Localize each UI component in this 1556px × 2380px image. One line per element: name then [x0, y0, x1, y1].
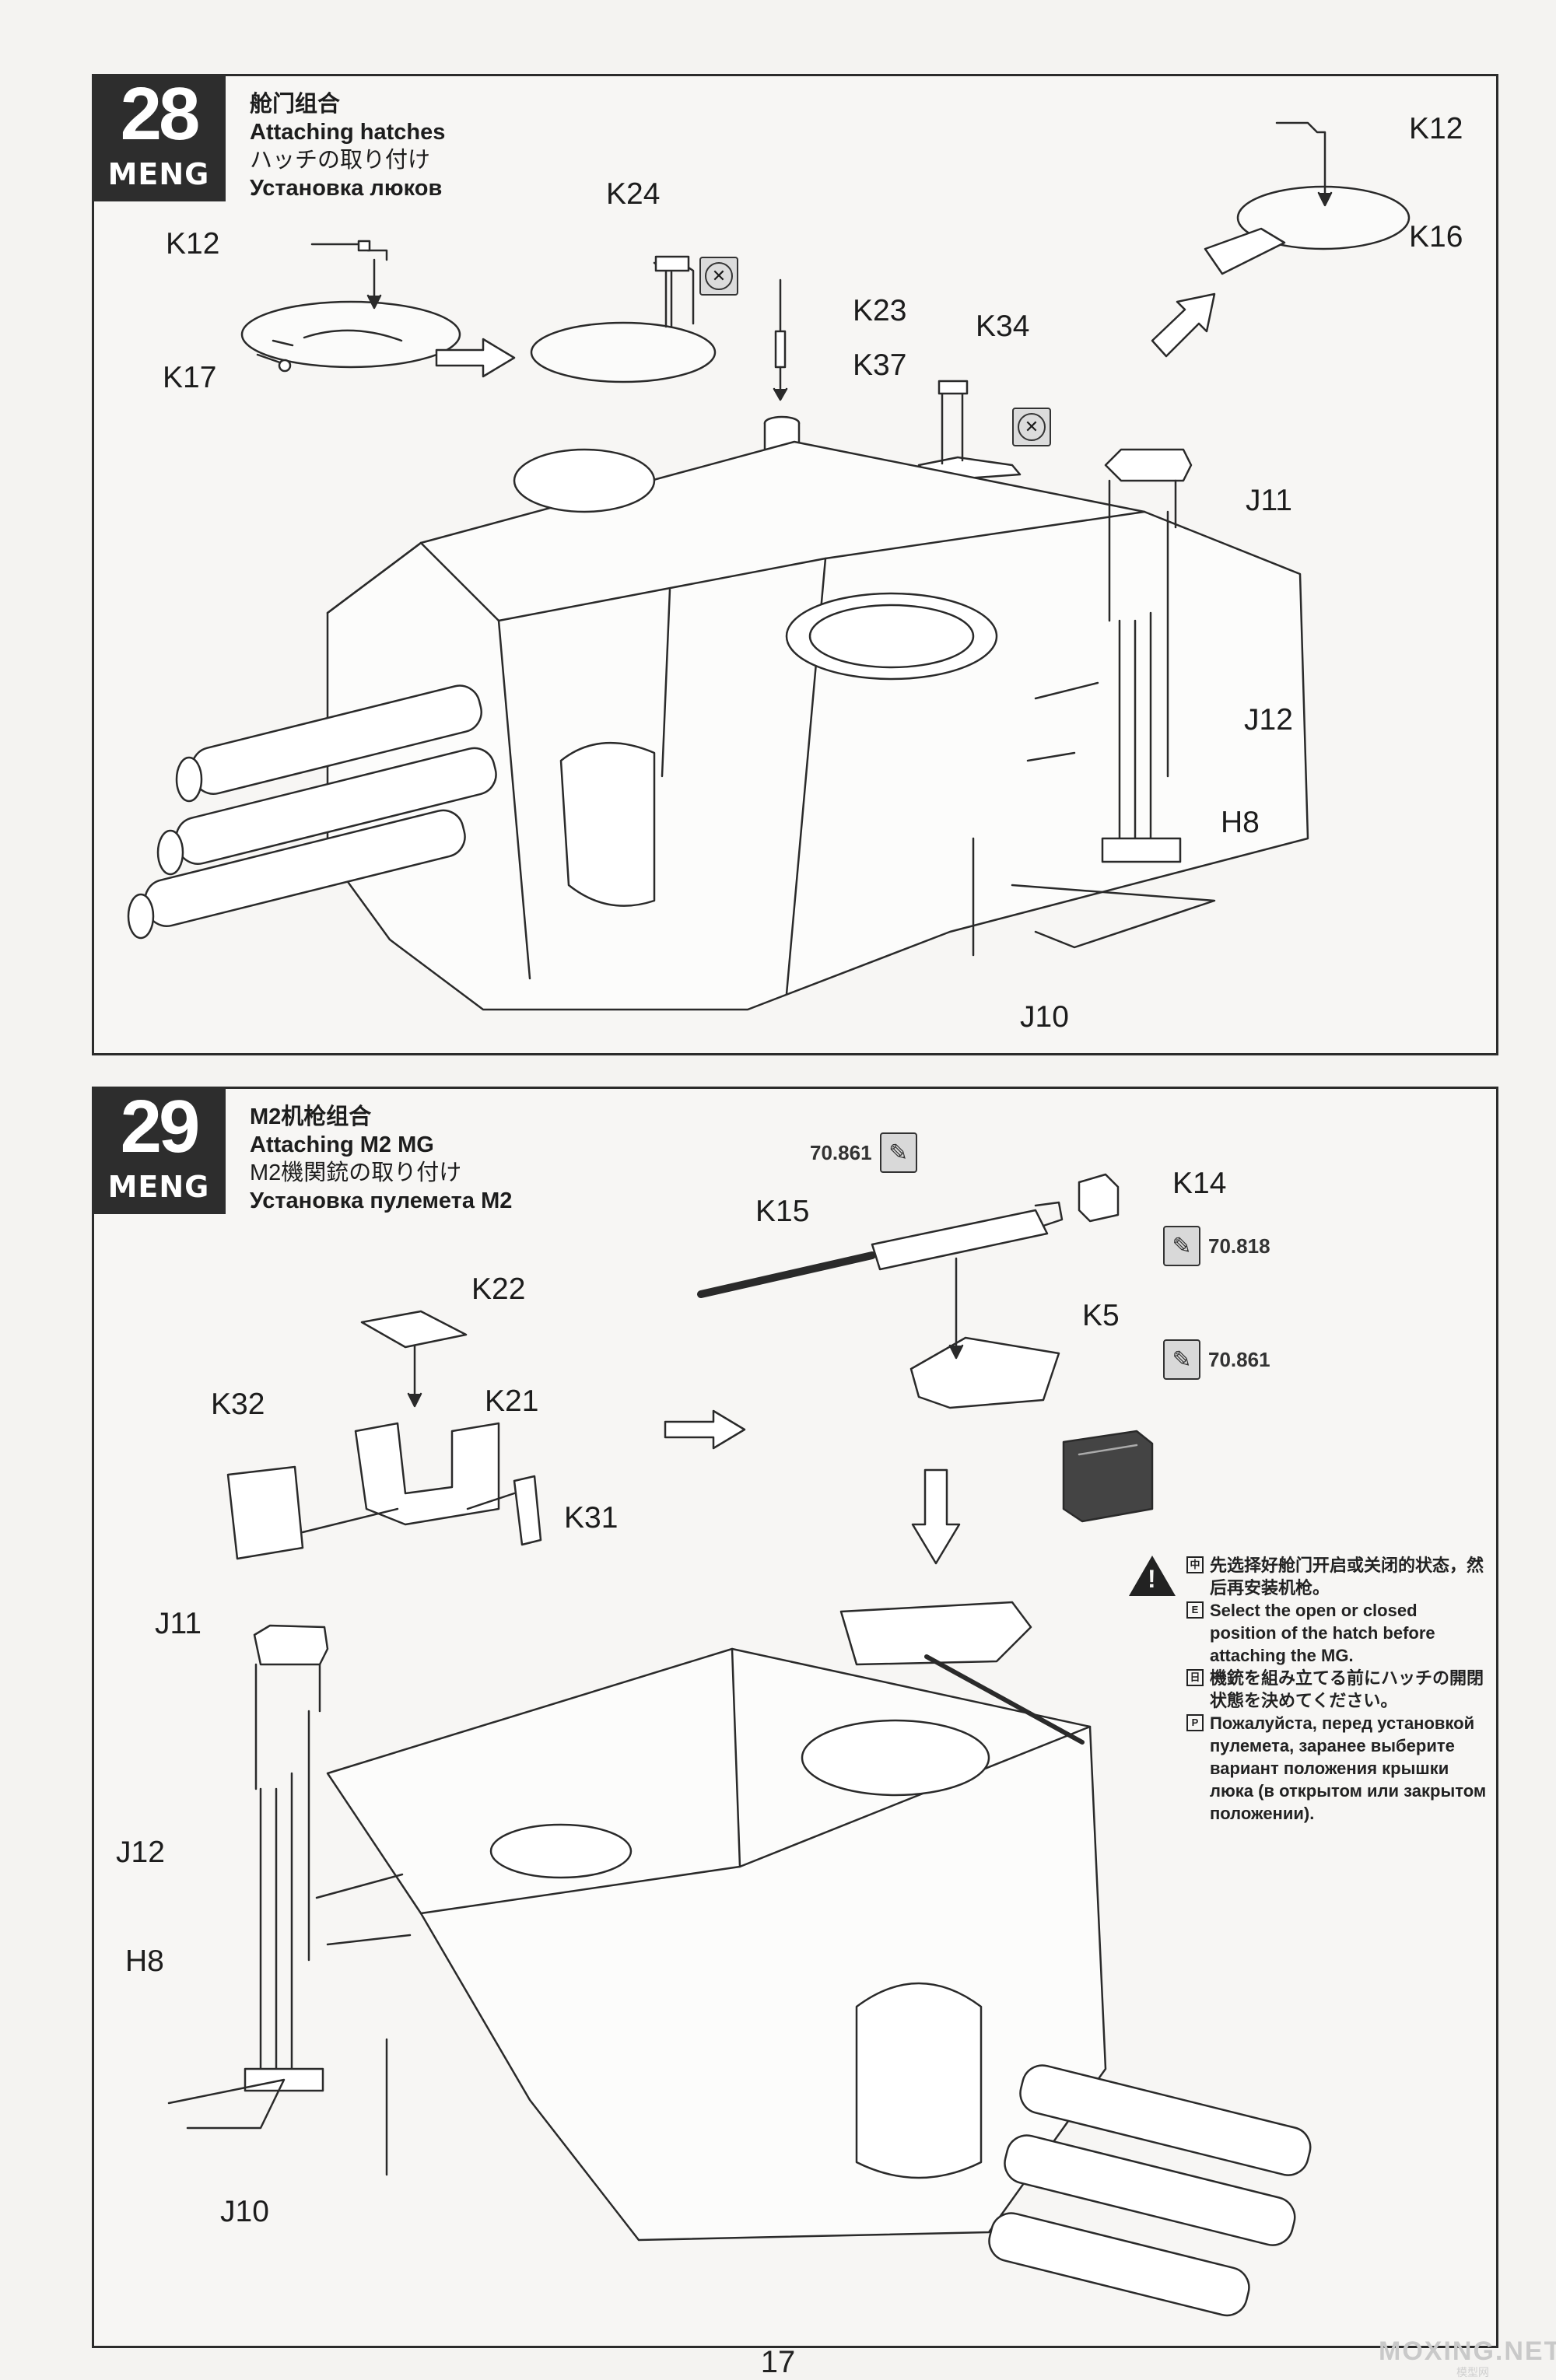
label-j10: J10 [220, 2195, 269, 2228]
title-zh: M2机枪组合 [250, 1104, 372, 1129]
j12-grab-rods [1101, 448, 1193, 863]
step-badge: 28 MENG [92, 74, 226, 201]
title-en: Attaching hatches [250, 120, 446, 145]
k22-part [360, 1310, 468, 1408]
k15-m2-machine-gun [697, 1201, 1064, 1298]
k24-hatch-part [530, 255, 717, 383]
label-k32: K32 [211, 1388, 265, 1421]
label-j11: J11 [1246, 484, 1292, 517]
turret-hull [326, 1647, 1107, 2242]
label-k23: K23 [853, 294, 907, 327]
step-28-panel: 28 MENG 舱门组合 Attaching hatches ハッチの取り付け … [92, 74, 1498, 1055]
flow-arrow-diagonal [1151, 292, 1216, 358]
do-not-glue-icon: ✕ [1012, 408, 1051, 446]
flow-arrow-down [911, 1468, 961, 1565]
paint-callout: ✎ 70.861 [1163, 1339, 1270, 1380]
label-k31: K31 [564, 1501, 619, 1535]
k23-part [773, 278, 788, 401]
installed-m2-mg [839, 1601, 1085, 1745]
label-k17: K17 [163, 361, 217, 394]
paint-callout: ✎ 70.818 [1163, 1226, 1270, 1266]
step-number: 29 [120, 1085, 201, 1168]
label-k12-left: K12 [166, 227, 220, 261]
title-zh: 舱门组合 [250, 92, 341, 117]
turret-hull [326, 440, 1309, 1011]
flow-arrow-right [435, 338, 516, 378]
step-29-panel: 29 MENG M2机枪组合 Attaching M2 MG M2機関銃の取り付… [92, 1087, 1498, 2348]
label-k16: K16 [1409, 220, 1463, 254]
brand-logo: MENG [107, 157, 210, 191]
j12-grab-rods [244, 1624, 329, 2092]
label-k21: K21 [485, 1384, 539, 1418]
k31-part [466, 1475, 542, 1546]
k14-part [1078, 1173, 1120, 1223]
k5-gun-mount [909, 1257, 1060, 1409]
label-j10: J10 [1020, 1000, 1069, 1034]
ammo-box [1062, 1430, 1154, 1523]
k21-part [354, 1422, 500, 1526]
step-titles: M2机枪组合 Attaching M2 MG M2機関銃の取り付け Устано… [250, 1103, 512, 1215]
hatch-assembly-illustration [127, 121, 1411, 1011]
step-titles: 舱门组合 Attaching hatches ハッチの取り付け Установк… [250, 90, 445, 202]
label-k12-top: K12 [1409, 112, 1463, 145]
paintbrush-icon: ✎ [1163, 1339, 1200, 1380]
flow-arrow-right [664, 1409, 746, 1450]
label-k14: K14 [1172, 1167, 1227, 1200]
j10-handles [972, 681, 1216, 957]
note-zh: 中先选择好舱门开启或关闭的状态，然后再安装机枪。 [1186, 1554, 1487, 1599]
smoke-launchers [127, 684, 497, 940]
label-k34: K34 [976, 310, 1030, 343]
paint-code: 70.861 [810, 1140, 872, 1164]
label-k24: K24 [606, 177, 661, 211]
mg-assembly-illustration [167, 1173, 1312, 2317]
k32-part [226, 1465, 399, 1560]
label-k37: K37 [853, 348, 907, 382]
label-j12: J12 [1244, 703, 1293, 737]
paintbrush-icon: ✎ [879, 1132, 917, 1173]
k12-handle-left [310, 240, 388, 310]
smoke-launchers [988, 2064, 1312, 2317]
title-ja: M2機関銃の取り付け [250, 1160, 462, 1185]
k17-hatch-part [240, 300, 461, 373]
paint-code: 70.818 [1208, 1234, 1270, 1258]
step-number: 28 [120, 72, 201, 156]
label-h8: H8 [125, 1944, 164, 1978]
label-h8: H8 [1221, 806, 1260, 839]
paint-code: 70.861 [1208, 1347, 1270, 1371]
watermark: MOXING.NET [1379, 2336, 1556, 2366]
label-k5: K5 [1082, 1299, 1120, 1332]
title-en: Attaching M2 MG [250, 1132, 434, 1157]
note-ja: 日機銃を組み立てる前にハッチの開閉状態を決めてください。 [1186, 1667, 1487, 1712]
j10-handles [167, 1873, 412, 2176]
do-not-glue-icon: ✕ [699, 257, 738, 296]
title-ru: Установка люков [250, 176, 443, 201]
label-k22: K22 [471, 1272, 526, 1306]
watermark-sub: 模型网 [1456, 2366, 1489, 2378]
label-j11: J11 [155, 1607, 202, 1640]
label-k15: K15 [755, 1195, 810, 1228]
paint-callout: ✎ 70.861 [810, 1132, 917, 1173]
title-ja: ハッチの取り付け [250, 148, 431, 173]
k16-hatch-part [1204, 121, 1411, 275]
label-j12: J12 [116, 1836, 165, 1869]
warning-icon: ! [1129, 1556, 1176, 1596]
brand-logo: MENG [107, 1170, 210, 1204]
title-ru: Установка пулемета M2 [250, 1188, 513, 1213]
step-badge: 29 MENG [92, 1087, 226, 1214]
page-number: 17 [760, 2345, 796, 2379]
paintbrush-icon: ✎ [1163, 1226, 1200, 1266]
